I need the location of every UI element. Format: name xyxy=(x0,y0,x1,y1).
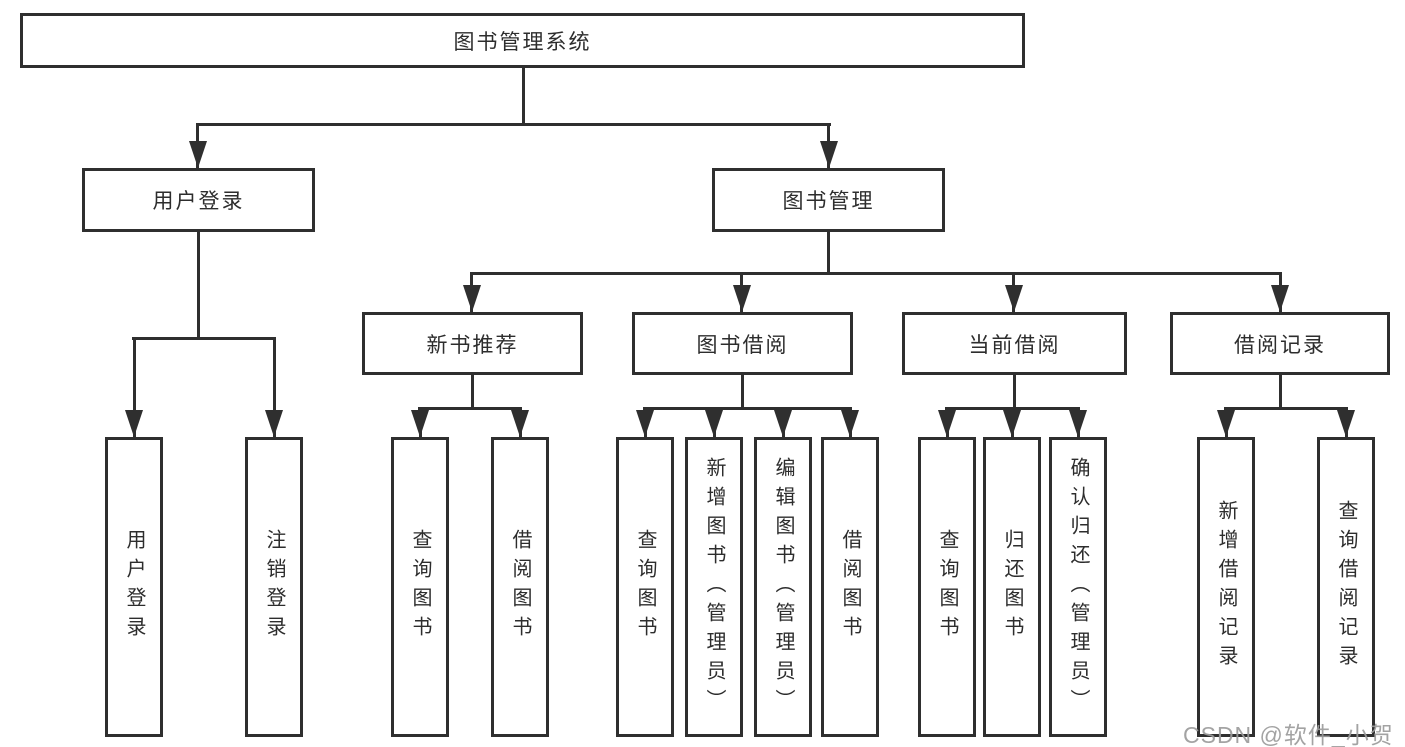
node-label: 注销登录 xyxy=(263,529,285,645)
node-label: 图书管理系统 xyxy=(453,30,592,54)
connector-arrow xyxy=(841,410,859,437)
connector-arrow xyxy=(1271,285,1289,312)
connector-arrow xyxy=(820,141,838,168)
node-label: 图书管理 xyxy=(782,190,875,213)
node-label: 确认归还（管理员） xyxy=(1067,456,1089,718)
leaf-add-book-admin: 新增图书（管理员） xyxy=(685,437,743,737)
connector-line xyxy=(741,375,744,410)
leaf-query-books-current: 查询图书 xyxy=(918,437,976,737)
node-label: 新增图书（管理员） xyxy=(703,456,725,718)
node-label: 编辑图书（管理员） xyxy=(772,456,794,718)
node-label: 查询图书 xyxy=(409,529,431,645)
connector-arrow xyxy=(774,410,792,437)
connector-arrow xyxy=(411,410,429,437)
node-label: 查询借阅记录 xyxy=(1335,500,1357,674)
node-user-login: 用户登录 xyxy=(82,168,315,232)
connector-arrow xyxy=(125,410,143,437)
connector-arrow xyxy=(705,410,723,437)
connector-arrow xyxy=(189,141,207,168)
connector-line xyxy=(827,232,830,275)
node-book-management: 图书管理 xyxy=(712,168,945,232)
node-current-borrowing: 当前借阅 xyxy=(902,312,1127,375)
connector-line xyxy=(418,407,522,410)
leaf-query-borrow-record: 查询借阅记录 xyxy=(1317,437,1375,737)
leaf-query-books-borrowing: 查询图书 xyxy=(616,437,674,737)
csdn-watermark: CSDN @软件_小贺同学 xyxy=(1183,722,1394,747)
connector-line xyxy=(196,123,831,126)
node-label: 借阅记录 xyxy=(1234,333,1326,357)
connector-line xyxy=(470,272,1282,275)
node-label: 图书借阅 xyxy=(696,333,789,357)
node-label: 借阅图书 xyxy=(839,529,861,645)
node-book-borrowing: 图书借阅 xyxy=(632,312,853,375)
node-label: 归还图书 xyxy=(1001,529,1023,645)
node-label: 借阅图书 xyxy=(509,529,531,645)
connector-line xyxy=(643,407,852,410)
node-label: 用户登录 xyxy=(152,190,245,213)
leaf-edit-book-admin: 编辑图书（管理员） xyxy=(754,437,812,737)
leaf-borrow-books-borrowing: 借阅图书 xyxy=(821,437,879,737)
leaf-user-login: 用户登录 xyxy=(105,437,163,737)
node-label: 查询图书 xyxy=(936,529,958,645)
connector-arrow xyxy=(1217,410,1235,437)
connector-arrow xyxy=(636,410,654,437)
leaf-logout: 注销登录 xyxy=(245,437,303,737)
node-borrowing-records: 借阅记录 xyxy=(1170,312,1390,375)
connector-line xyxy=(132,337,276,340)
connector-line xyxy=(1013,375,1016,410)
connector-arrow xyxy=(1005,285,1023,312)
connector-arrow xyxy=(1337,410,1355,437)
node-label: 当前借阅 xyxy=(968,333,1061,357)
node-label: 新书推荐 xyxy=(426,333,519,357)
node-label: 用户登录 xyxy=(123,529,145,645)
connector-arrow xyxy=(1003,410,1021,437)
connector-line xyxy=(1279,375,1282,410)
leaf-add-borrow-record: 新增借阅记录 xyxy=(1197,437,1255,737)
leaf-confirm-return-admin: 确认归还（管理员） xyxy=(1049,437,1107,737)
node-label: 新增借阅记录 xyxy=(1215,500,1237,674)
node-new-book-recommend: 新书推荐 xyxy=(362,312,583,375)
connector-arrow xyxy=(511,410,529,437)
connector-line xyxy=(273,337,276,437)
leaf-return-books: 归还图书 xyxy=(983,437,1041,737)
connector-line xyxy=(197,232,200,339)
connector-arrow xyxy=(938,410,956,437)
node-label: 查询图书 xyxy=(634,529,656,645)
connector-arrow xyxy=(463,285,481,312)
connector-arrow xyxy=(733,285,751,312)
node-root: 图书管理系统 xyxy=(20,13,1025,68)
connector-arrow xyxy=(265,410,283,437)
connector-line xyxy=(1224,407,1348,410)
connector-line xyxy=(522,68,525,126)
connector-line xyxy=(133,337,136,437)
connector-line xyxy=(471,375,474,410)
leaf-borrow-books-recommend: 借阅图书 xyxy=(491,437,549,737)
connector-arrow xyxy=(1069,410,1087,437)
leaf-query-books-recommend: 查询图书 xyxy=(391,437,449,737)
